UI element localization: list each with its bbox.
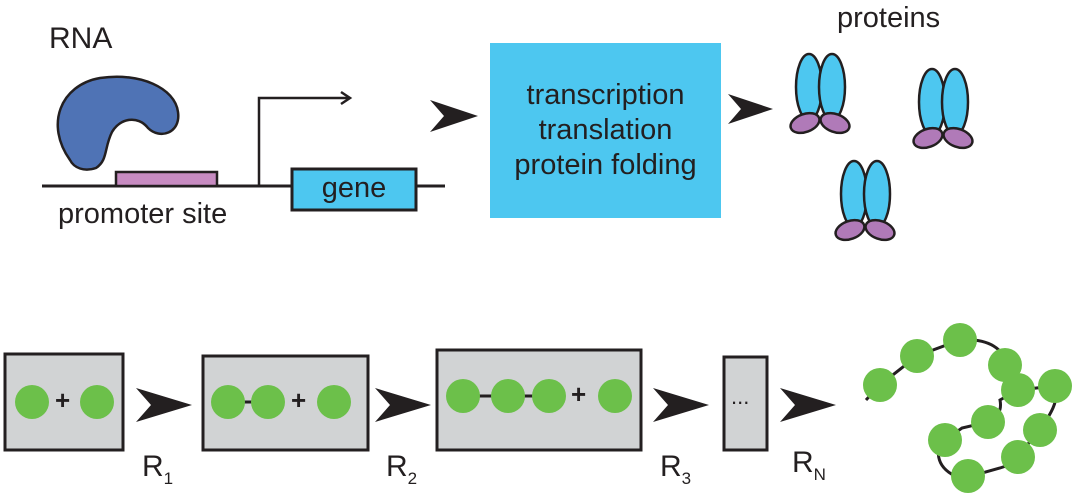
- monomer: [900, 339, 934, 373]
- ellipsis-label: ...: [731, 384, 750, 409]
- monomer: [928, 423, 962, 457]
- monomer: [491, 379, 525, 413]
- promoter-site: [114, 170, 219, 188]
- process-step-transcription: transcription: [526, 79, 685, 111]
- protein-2: [912, 67, 974, 150]
- plus-sign: +: [571, 379, 587, 409]
- reaction-label-r1: R1: [142, 450, 174, 488]
- process-step-translation: translation: [538, 114, 673, 146]
- monomer: [988, 348, 1022, 382]
- reaction-box-ellipsis: [722, 355, 769, 452]
- process-box: transcription translation protein foldin…: [490, 43, 721, 218]
- monomer: [251, 385, 285, 419]
- gene-label: gene: [321, 172, 387, 204]
- proteins-label: proteins: [837, 2, 941, 34]
- reaction-label-r3: R3: [660, 450, 692, 488]
- protein-1: [789, 52, 851, 135]
- reaction-arrow-3: [653, 388, 709, 422]
- monomer: [1001, 373, 1035, 407]
- monomer: [446, 379, 480, 413]
- arrow-to-proteins: [728, 94, 773, 124]
- reaction-label-r2: R2: [386, 450, 418, 488]
- process-step-folding: protein folding: [514, 149, 697, 181]
- rna-polymerase: [56, 75, 180, 171]
- monomer: [1001, 440, 1035, 474]
- monomer: [1023, 413, 1057, 447]
- monomer: [598, 379, 632, 413]
- monomer: [951, 459, 985, 493]
- monomer: [863, 368, 897, 402]
- monomer: [943, 323, 977, 357]
- arrow-to-process: [430, 100, 478, 132]
- monomer: [532, 379, 566, 413]
- reaction-arrow-2: [375, 388, 431, 422]
- transcription-start-arrow: [257, 90, 353, 186]
- plus-sign: +: [291, 385, 307, 415]
- monomer: [971, 405, 1005, 439]
- plus-sign: +: [55, 385, 71, 415]
- monomer: [211, 385, 245, 419]
- reaction-arrow-1: [136, 388, 192, 422]
- reaction-label-rn: RN: [792, 446, 826, 484]
- monomer: [317, 385, 351, 419]
- monomer: [15, 385, 49, 419]
- monomer: [80, 385, 114, 419]
- promoter-site-label: promoter site: [58, 198, 228, 230]
- gene-box: [290, 167, 418, 212]
- rna-label: RNA: [49, 22, 113, 55]
- protein-3: [834, 159, 896, 242]
- reaction-arrow-n: [780, 388, 836, 422]
- monomer: [1038, 369, 1072, 403]
